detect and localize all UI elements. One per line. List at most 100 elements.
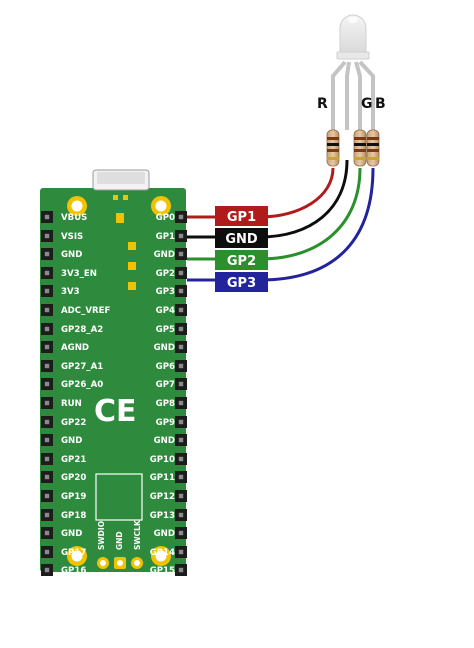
rgb-led: R G B — [317, 14, 386, 167]
right-pin-label-13: GND — [154, 436, 175, 446]
tag-gp2 — [215, 250, 268, 270]
left-pin-label-5: 3V3 — [61, 287, 80, 297]
left-pin-15-center — [44, 474, 50, 480]
green-wire — [187, 167, 362, 261]
chip-outline — [95, 473, 143, 521]
right-pin-11-center — [178, 400, 184, 406]
left-pin-17-center — [44, 512, 50, 518]
right-pin-label-15: GP11 — [150, 473, 175, 483]
left-pin-label-9: GP27_A1 — [61, 362, 103, 372]
left-pin-label-3: GND — [61, 250, 82, 260]
left-pin-label-6: ADC_VREF — [61, 306, 111, 316]
tag-gp1-label: GP1 — [227, 210, 256, 225]
right-pin-label-7: GP5 — [156, 325, 175, 335]
right-pin-label-12: GP9 — [156, 418, 175, 428]
left-pin-9-center — [44, 363, 50, 369]
right-pin-label-11: GP8 — [156, 399, 175, 409]
left-pin-label-12: GP22 — [61, 418, 86, 428]
left-pin-4-center — [44, 270, 50, 276]
right-pin-10-center — [178, 381, 184, 387]
left-pin-label-10: GP26_A0 — [61, 380, 103, 390]
right-pin-label-3: GND — [154, 250, 175, 260]
right-pin-12-center — [178, 419, 184, 425]
right-pin-label-18: GND — [154, 529, 175, 539]
wires — [187, 159, 375, 282]
usb-connector — [92, 169, 150, 200]
left-pin-label-16: GP19 — [61, 492, 86, 502]
left-pin-header — [41, 211, 53, 576]
debug-label-swdio: SWDIO — [97, 521, 106, 550]
right-pin-2-center — [178, 233, 184, 239]
right-pin-15-center — [178, 474, 184, 480]
right-pin-label-19: GP14 — [150, 548, 175, 558]
right-pin-label-1: GP0 — [156, 213, 175, 223]
left-pin-label-2: VSIS — [61, 232, 83, 242]
right-pin-3-center — [178, 251, 184, 257]
right-pin-label-10: GP7 — [156, 380, 175, 390]
right-pin-7-center — [178, 326, 184, 332]
left-pin-label-8: AGND — [61, 343, 89, 353]
pcb — [40, 188, 186, 572]
right-pin-label-6: GP4 — [156, 306, 175, 316]
right-pin-20-center — [178, 567, 184, 573]
right-pin-1-center — [178, 214, 184, 220]
resistor-g — [353, 129, 367, 167]
left-pin-7-center — [44, 326, 50, 332]
smd-components — [116, 213, 136, 290]
right-pin-9-center — [178, 363, 184, 369]
left-pin-2-center — [44, 233, 50, 239]
right-pin-17-center — [178, 512, 184, 518]
right-pin-14-center — [178, 456, 184, 462]
tag-gp2-label: GP2 — [227, 254, 256, 269]
left-pin-label-17: GP18 — [61, 511, 86, 521]
left-pin-6-center — [44, 307, 50, 313]
right-pin-4-center — [178, 270, 184, 276]
led-body — [336, 14, 370, 60]
right-pin-6-center — [178, 307, 184, 313]
right-pin-label-2: GP1 — [156, 232, 175, 242]
left-pin-label-19: GP17 — [61, 548, 86, 558]
led-label-b: B — [375, 96, 386, 112]
tag-gp3 — [215, 272, 268, 292]
left-pin-label-4: 3V3_EN — [61, 269, 97, 279]
right-pin-18-center — [178, 530, 184, 536]
debug-label-swclk: SWCLK — [133, 519, 142, 550]
led-label-g: G — [361, 96, 373, 112]
right-pin-label-17: GP13 — [150, 511, 175, 521]
right-pin-5-center — [178, 288, 184, 294]
tag-gnd — [215, 228, 268, 248]
left-pin-11-center — [44, 400, 50, 406]
right-pin-label-9: GP6 — [156, 362, 175, 372]
right-pin-8-center — [178, 344, 184, 350]
right-pin-label-14: GP10 — [150, 455, 175, 465]
left-pin-3-center — [44, 251, 50, 257]
left-pin-label-15: GP20 — [61, 473, 86, 483]
mounting-holes — [67, 196, 171, 566]
left-pin-5-center — [44, 288, 50, 294]
left-pin-label-14: GP21 — [61, 455, 86, 465]
tag-gp1 — [215, 206, 268, 226]
left-pin-label-11: RUN — [61, 399, 82, 409]
left-pin-label-1: VBUS — [61, 213, 87, 223]
left-pin-14-center — [44, 456, 50, 462]
wire-tags: GP1 GND GP2 GP3 — [215, 206, 268, 292]
ce-mark: CE — [94, 394, 137, 429]
led-legs — [331, 60, 375, 130]
left-pin-13-center — [44, 437, 50, 443]
right-pin-16-center — [178, 493, 184, 499]
left-pin-18-center — [44, 530, 50, 536]
right-pin-header — [175, 211, 187, 576]
blue-wire — [187, 167, 375, 282]
left-pin-label-18: GND — [61, 529, 82, 539]
left-pin-label-7: GP28_A2 — [61, 325, 103, 335]
debug-header: SWDIO GND SWCLK — [97, 519, 143, 569]
resistor-b — [366, 129, 380, 167]
right-pin-label-20: GP15 — [150, 566, 175, 576]
resistor-r — [326, 129, 340, 167]
left-pin-10-center — [44, 381, 50, 387]
left-pin-20-center — [44, 567, 50, 573]
right-pin-13-center — [178, 437, 184, 443]
